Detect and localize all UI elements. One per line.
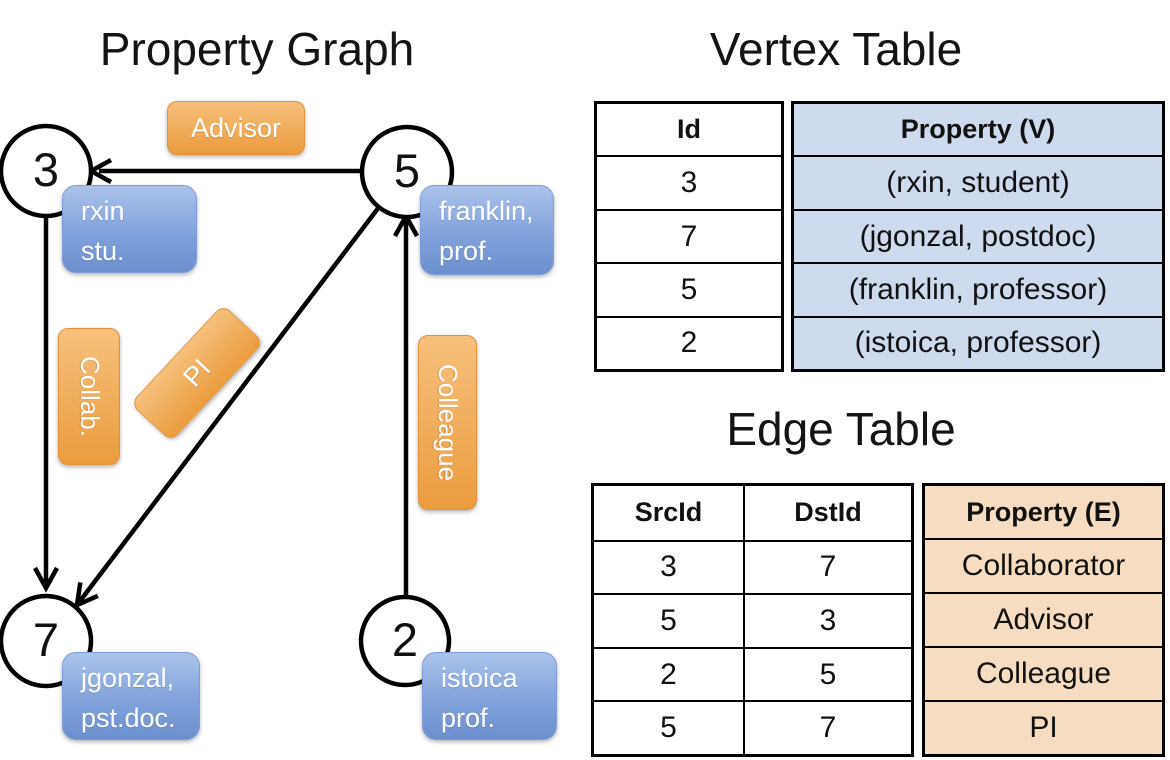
edge-table-src-cell: 2	[594, 646, 743, 701]
edge-table-id-columns: SrcId DstId 3 7 5 3 2 5 5 7	[591, 483, 914, 757]
vertex-table-property-cell: (istoica, professor)	[794, 315, 1162, 370]
edge-label-advisor-text: Advisor	[190, 112, 282, 143]
vertex-table-title: Vertex Table	[709, 23, 963, 75]
vertex-property-3-line1: rxin	[81, 196, 125, 226]
edge-label-collab: Collab.	[58, 328, 120, 465]
vertex-table-header-id: Id	[677, 114, 701, 145]
vertex-property-box-2: istoica prof.	[422, 652, 557, 740]
edge-table-src-cell: 5	[594, 700, 743, 754]
vertex-property-box-5: franklin, prof.	[420, 185, 554, 275]
edge-table-dst-cell: 7	[743, 539, 911, 594]
edge-table-dst-cell: 5	[743, 646, 911, 701]
edge-table-property-cell: Advisor	[925, 592, 1162, 646]
edge-table-header-property: Property (E)	[925, 486, 1162, 538]
vertex-table-header-property: Property (V)	[794, 104, 1162, 156]
vertex-table-id-column: Id 3 7 5 2	[594, 101, 784, 372]
vertex-property-2-line1: istoica	[441, 663, 518, 693]
vertex-table-id-cell: 2	[597, 315, 781, 369]
arrowhead-icon-3-7	[33, 566, 59, 593]
vertex-property-3-line2: stu.	[81, 236, 125, 266]
vertex-table-id-cell: 5	[597, 262, 781, 315]
edge-table-header-srcid: SrcId	[634, 497, 703, 528]
edge-line-5-7	[78, 205, 381, 603]
vertex-id-5: 5	[393, 144, 421, 197]
vertex-id-3: 3	[32, 143, 60, 196]
edge-label-colleague-text: Colleague	[433, 363, 463, 482]
edge-table-title: Edge Table	[726, 403, 956, 455]
edge-table-src-cell: 5	[594, 593, 743, 647]
vertex-property-5-line2: prof.	[439, 236, 494, 266]
vertex-property-2-line2: prof.	[441, 703, 496, 733]
edge-table-property-cell: Collaborator	[925, 538, 1162, 592]
edge-label-collab-text: Collab.	[74, 356, 105, 437]
edge-table-header-dstid: DstId	[743, 486, 911, 540]
vertex-property-box-3: rxin stu.	[62, 185, 197, 273]
vertex-table-id-cell: 3	[597, 155, 781, 208]
vertex-table-property-column: Property (V) (rxin, student) (jgonzal, p…	[791, 101, 1165, 372]
vertex-id-7: 7	[32, 613, 60, 666]
edge-table-property-cell: Colleague	[925, 646, 1162, 700]
edge-table-dst-cell: 3	[743, 593, 911, 647]
vertex-table-property-cell: (jgonzal, postdoc)	[794, 208, 1162, 263]
edge-label-advisor: Advisor	[167, 101, 305, 155]
vertex-id-2: 2	[391, 613, 419, 666]
edge-table-dst-cell: 7	[743, 700, 911, 754]
arrowhead-icon-5-7	[74, 582, 99, 609]
vertex-table-property-cell: (franklin, professor)	[794, 262, 1162, 316]
property-graph-title: Property Graph	[99, 23, 415, 75]
edge-label-pi-text: PI	[176, 353, 217, 393]
edge-table-src-cell: 3	[594, 539, 743, 594]
edge-label-colleague: Colleague	[418, 335, 477, 510]
vertex-property-5-line1: franklin,	[439, 196, 534, 226]
edge-table-property-cell: PI	[925, 700, 1162, 754]
vertex-property-7-line2: pst.doc.	[81, 703, 176, 733]
vertex-property-box-7: jgonzal, pst.doc.	[62, 652, 200, 740]
vertex-property-7-line1: jgonzal,	[81, 663, 175, 693]
vertex-table-id-cell: 7	[597, 208, 781, 262]
edge-table-property-column: Property (E) Collaborator Advisor Collea…	[922, 483, 1165, 757]
vertex-table-property-cell: (rxin, student)	[794, 155, 1162, 209]
